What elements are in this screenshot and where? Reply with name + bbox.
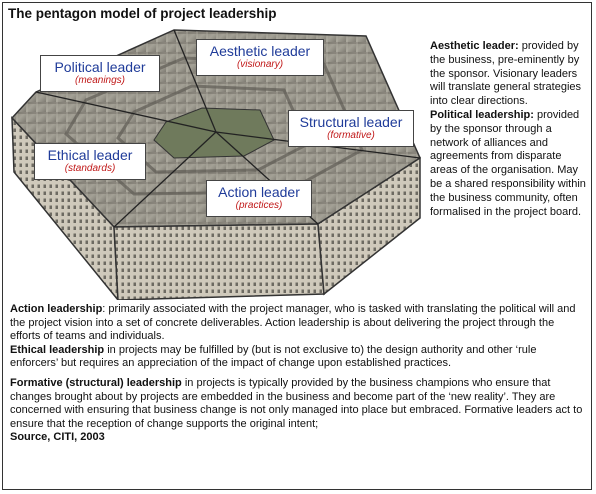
label-aesthetic-title: Aesthetic leader <box>209 43 311 59</box>
label-aesthetic-subtitle: (visionary) <box>236 59 284 70</box>
ethical-note-text: in projects may be fulfilled by (but is … <box>10 343 537 370</box>
divider-4 <box>113 131 217 228</box>
aesthetic-note: Aesthetic leader: provided by the busine… <box>430 40 590 109</box>
label-ethical-leader: Ethical leader (standards) <box>34 143 146 180</box>
label-structural-leader: Structural leader (formative) <box>288 110 414 147</box>
formative-note-heading: Formative (structural) leadership <box>10 376 182 389</box>
label-ethical-title: Ethical leader <box>47 147 133 163</box>
ethical-note-heading: Ethical leadership <box>10 343 105 356</box>
wall-right <box>317 156 421 296</box>
label-action-leader: Action leader (practices) <box>206 180 312 217</box>
wall-front <box>113 223 325 300</box>
action-note-text: : primarily associated with the project … <box>10 303 576 343</box>
pentagon-figure: Aesthetic leader (visionary) Political l… <box>6 22 426 300</box>
label-action-subtitle: (practices) <box>235 200 283 211</box>
political-note: Political leadership: provided by the sp… <box>430 109 590 219</box>
aesthetic-note-text: provided by the business, pre-eminently … <box>430 40 582 108</box>
diagram-frame <box>2 2 592 490</box>
label-action-title: Action leader <box>218 184 300 200</box>
political-note-text: provided by the sponsor through a networ… <box>430 108 586 218</box>
label-structural-title: Structural leader <box>299 114 403 130</box>
action-note-heading: Action leadership <box>10 303 103 315</box>
aesthetic-note-heading: Aesthetic leader: <box>430 40 519 52</box>
source-note: Source, CITI, 2003 <box>10 431 586 445</box>
label-political-subtitle: (meanings) <box>74 75 126 86</box>
label-ethical-subtitle: (standards) <box>64 163 116 174</box>
label-aesthetic-leader: Aesthetic leader (visionary) <box>196 39 324 76</box>
label-structural-subtitle: (formative) <box>327 130 375 141</box>
political-note-heading: Political leadership: <box>430 108 534 121</box>
bottom-notes: Action leadership: primarily associated … <box>10 303 586 445</box>
formative-note: Formative (structural) leadership in pro… <box>10 377 586 431</box>
right-notes: Aesthetic leader: provided by the busine… <box>430 40 590 219</box>
divider-2 <box>35 91 217 133</box>
source-text: Source, CITI, 2003 <box>10 431 105 444</box>
action-note: Action leadership: primarily associated … <box>10 303 586 344</box>
label-political-title: Political leader <box>54 59 146 75</box>
page-title: The pentagon model of project leadership <box>8 6 277 21</box>
ethical-note: Ethical leadership in projects may be fu… <box>10 344 586 371</box>
formative-note-text: in projects is typically provided by the… <box>10 376 583 430</box>
label-political-leader: Political leader (meanings) <box>40 55 160 92</box>
divider-1 <box>173 29 217 133</box>
